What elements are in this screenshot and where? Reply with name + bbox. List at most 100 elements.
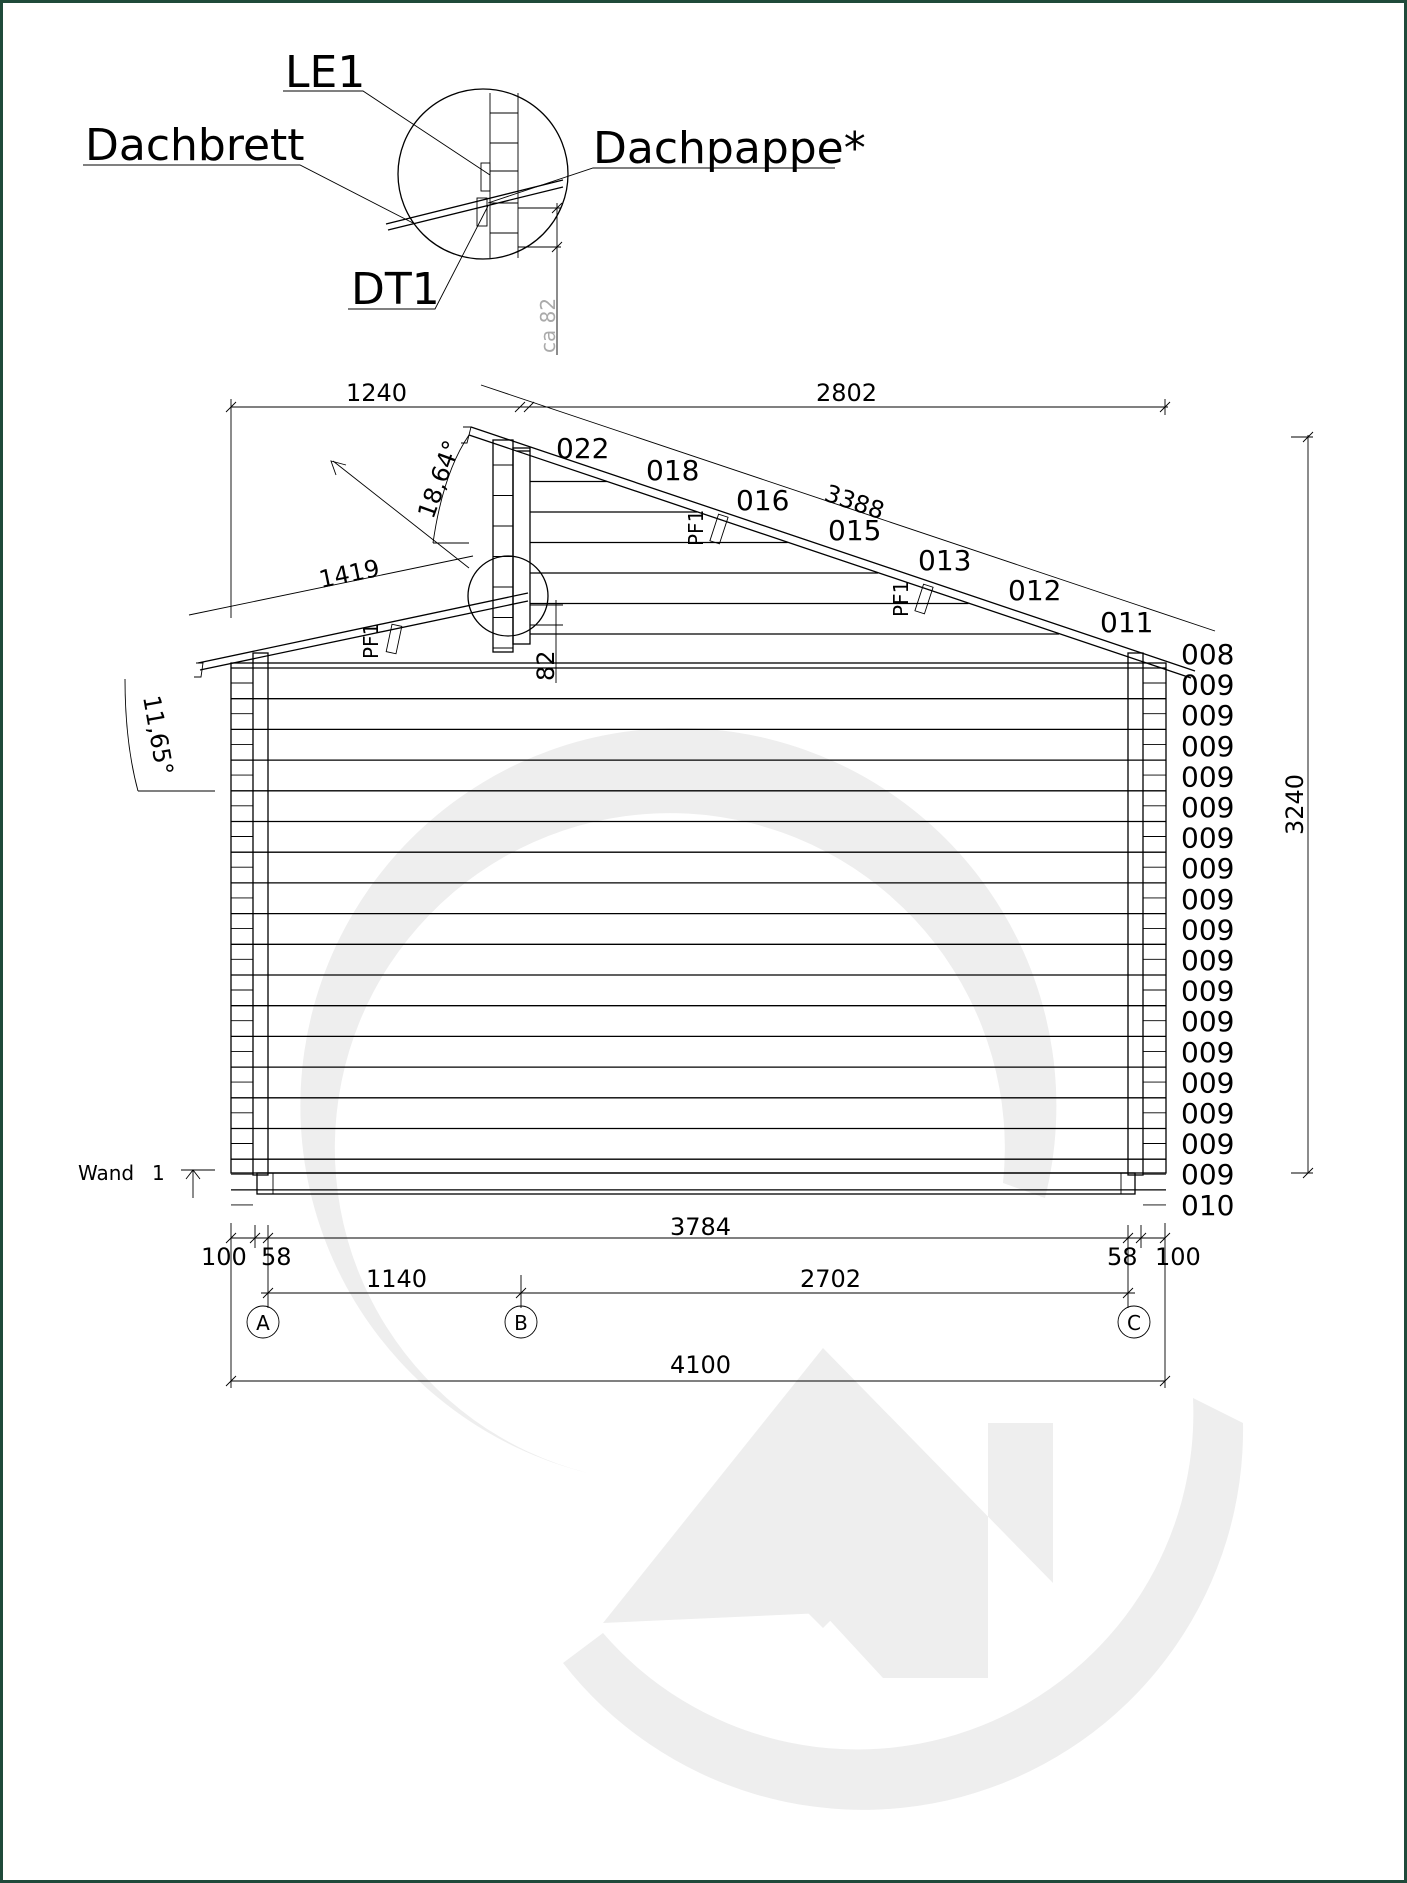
elevation-drawing: ca 82 LE1 Dachbrett Dachpappe* DT1 1240 … bbox=[78, 47, 1314, 1810]
upper-logs bbox=[493, 450, 1059, 649]
axis-marker-b bbox=[504, 1305, 538, 1339]
dachpappe-leader bbox=[487, 167, 835, 204]
dachbrett-leader bbox=[83, 164, 414, 224]
board-label: 009 bbox=[1181, 730, 1234, 763]
dim-tick bbox=[551, 241, 563, 253]
wand-marker-arrowhead bbox=[185, 1169, 201, 1180]
board-label: 009 bbox=[1181, 1005, 1234, 1038]
roof-edge bbox=[194, 662, 204, 678]
dim-tick bbox=[515, 1287, 527, 1299]
dim-2802: 2802 bbox=[816, 379, 877, 407]
slope-dim-line bbox=[480, 384, 1216, 632]
board-label: 009 bbox=[1181, 669, 1234, 702]
wand-label: Wand bbox=[78, 1161, 134, 1185]
dim-4100: 4100 bbox=[670, 1351, 731, 1379]
dim-100-left: 100 bbox=[201, 1243, 247, 1271]
angle-arrow bbox=[332, 460, 470, 569]
board-label: 012 bbox=[1008, 574, 1061, 607]
watermark-logo bbox=[300, 727, 1244, 1810]
dim-1240: 1240 bbox=[346, 379, 407, 407]
dim-tick bbox=[1135, 1232, 1147, 1244]
board-label: 022 bbox=[556, 432, 609, 465]
dim-58-left: 58 bbox=[261, 1243, 292, 1271]
board-label: 018 bbox=[646, 454, 699, 487]
axis-b-label: B bbox=[514, 1311, 528, 1335]
dim-82: 82 bbox=[532, 650, 560, 681]
dim-1419: 1419 bbox=[317, 554, 382, 594]
board-label: 009 bbox=[1181, 1066, 1234, 1099]
roof-left-line bbox=[197, 592, 529, 664]
dim-tick bbox=[1122, 1232, 1134, 1244]
watermark-diamond bbox=[778, 1538, 868, 1628]
axis-a-label: A bbox=[256, 1311, 270, 1335]
detail-roof-board bbox=[387, 186, 564, 231]
dim-tick bbox=[1159, 1375, 1171, 1387]
center-column-inner bbox=[512, 447, 531, 645]
board-label: 009 bbox=[1181, 883, 1234, 916]
dim-tick bbox=[262, 1287, 274, 1299]
dim-tick bbox=[523, 401, 535, 413]
dim-1140: 1140 bbox=[366, 1265, 427, 1293]
center-column bbox=[492, 439, 514, 653]
roof-right-line bbox=[470, 426, 1196, 672]
angle-arc-right bbox=[432, 434, 470, 544]
dim-tick bbox=[1159, 401, 1171, 413]
axis-marker-c bbox=[1117, 1305, 1151, 1339]
board-label: 016 bbox=[736, 484, 789, 517]
angle-11-65: 11,65° bbox=[137, 693, 179, 777]
board-label: 009 bbox=[1181, 975, 1234, 1008]
board-label: 008 bbox=[1181, 638, 1234, 671]
board-label: 009 bbox=[1181, 1158, 1234, 1191]
pf1-marker bbox=[914, 583, 934, 615]
watermark-house bbox=[603, 1348, 1053, 1678]
board-label: 009 bbox=[1181, 791, 1234, 824]
board-label: 009 bbox=[1181, 1036, 1234, 1069]
board-label: 009 bbox=[1181, 1097, 1234, 1130]
board-label: 009 bbox=[1181, 822, 1234, 855]
axis-c-label: C bbox=[1127, 1311, 1141, 1335]
foundation-beam bbox=[256, 1172, 1136, 1195]
dim-58-right: 58 bbox=[1107, 1243, 1138, 1271]
dim-tick bbox=[551, 202, 563, 214]
board-label: 009 bbox=[1181, 852, 1234, 885]
right-board-labels: 0080090090090090090090090090090090090090… bbox=[1181, 638, 1234, 1222]
elevation-detail-circle bbox=[467, 555, 549, 637]
board-label: 009 bbox=[1181, 944, 1234, 977]
dachpappe-label: Dachpappe* bbox=[593, 123, 866, 174]
dim-100-right: 100 bbox=[1155, 1243, 1201, 1271]
dt1-leader bbox=[348, 205, 489, 310]
roof-detail: ca 82 LE1 Dachbrett Dachpappe* DT1 bbox=[83, 47, 866, 355]
ca-82-label: ca 82 bbox=[536, 298, 560, 353]
dim-tick bbox=[1122, 1287, 1134, 1299]
pf1-marker bbox=[709, 513, 729, 545]
dim-tick bbox=[262, 1232, 274, 1244]
wand-number: 1 bbox=[152, 1161, 165, 1185]
dt1-label: DT1 bbox=[351, 264, 440, 315]
dim-2702: 2702 bbox=[800, 1265, 861, 1293]
board-label: 015 bbox=[828, 514, 881, 547]
detail-dt1-block bbox=[476, 197, 488, 227]
pf1-label-left: PF1 bbox=[359, 623, 383, 659]
dim-3784: 3784 bbox=[670, 1213, 731, 1241]
pf1-label-mid: PF1 bbox=[684, 510, 708, 546]
roof-left-line bbox=[199, 600, 529, 671]
dim-tick bbox=[225, 1375, 237, 1387]
dim-tick bbox=[514, 401, 526, 413]
dim-3240: 3240 bbox=[1281, 774, 1309, 835]
board-label: 009 bbox=[1181, 699, 1234, 732]
dim-tick bbox=[249, 1232, 261, 1244]
dim-tick bbox=[225, 401, 237, 413]
angle-18-64: 18,64° bbox=[412, 437, 466, 522]
slope-dim-line-left bbox=[188, 555, 474, 616]
board-label: 009 bbox=[1181, 1128, 1234, 1161]
main-elevation: 1240 2802 3388 1419 82 18,64° bbox=[78, 379, 1314, 1388]
corner-post-left bbox=[252, 652, 269, 1176]
board-label: 011 bbox=[1100, 606, 1153, 639]
dim-tick bbox=[225, 1232, 237, 1244]
dim-tick bbox=[1302, 1167, 1314, 1179]
le1-leader bbox=[283, 90, 491, 176]
angle-arc-left bbox=[124, 678, 139, 792]
axis-marker-a bbox=[246, 1305, 280, 1339]
detail-le1-block bbox=[480, 162, 491, 192]
